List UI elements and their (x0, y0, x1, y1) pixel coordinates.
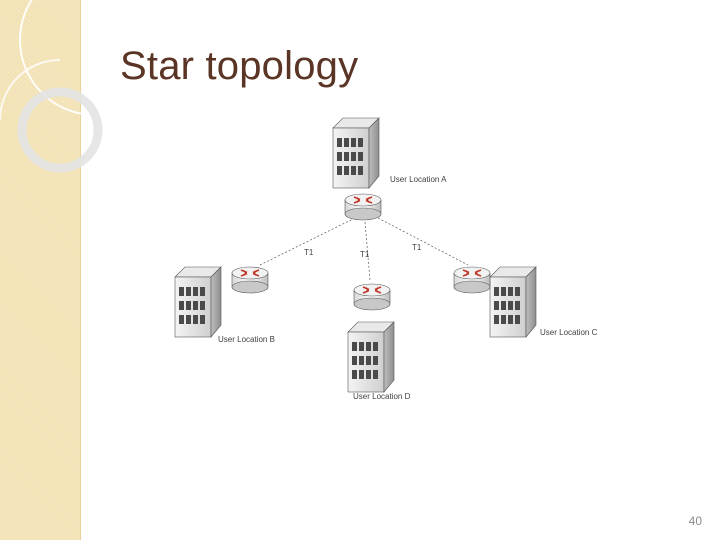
page-number: 40 (688, 514, 702, 528)
router-c-icon (453, 266, 491, 294)
decorative-circles (0, 0, 130, 173)
router-a-icon (344, 193, 382, 221)
link-a-b-label: T1 (304, 248, 314, 257)
link-a-d-label: T1 (360, 250, 370, 259)
link-lines (259, 217, 469, 281)
building-a-icon (332, 117, 380, 189)
slide-title: Star topology (120, 44, 359, 88)
router-b-icon (231, 266, 269, 294)
building-b-icon (174, 266, 222, 338)
link-a-c (377, 217, 469, 266)
router-d-icon (353, 283, 391, 311)
building-c-icon (489, 266, 537, 338)
location-d-label: User Location D (353, 392, 411, 401)
link-a-b (259, 217, 356, 266)
location-b-label: User Location B (218, 335, 275, 344)
building-d-icon (347, 321, 395, 393)
link-a-c-label: T1 (412, 243, 422, 252)
star-topology-diagram: User Location A User Location B User Loc… (174, 117, 598, 401)
location-a-label: User Location A (390, 175, 447, 184)
location-c-label: User Location C (540, 328, 598, 337)
sidebar-edge (80, 0, 81, 540)
link-a-d (364, 221, 371, 281)
